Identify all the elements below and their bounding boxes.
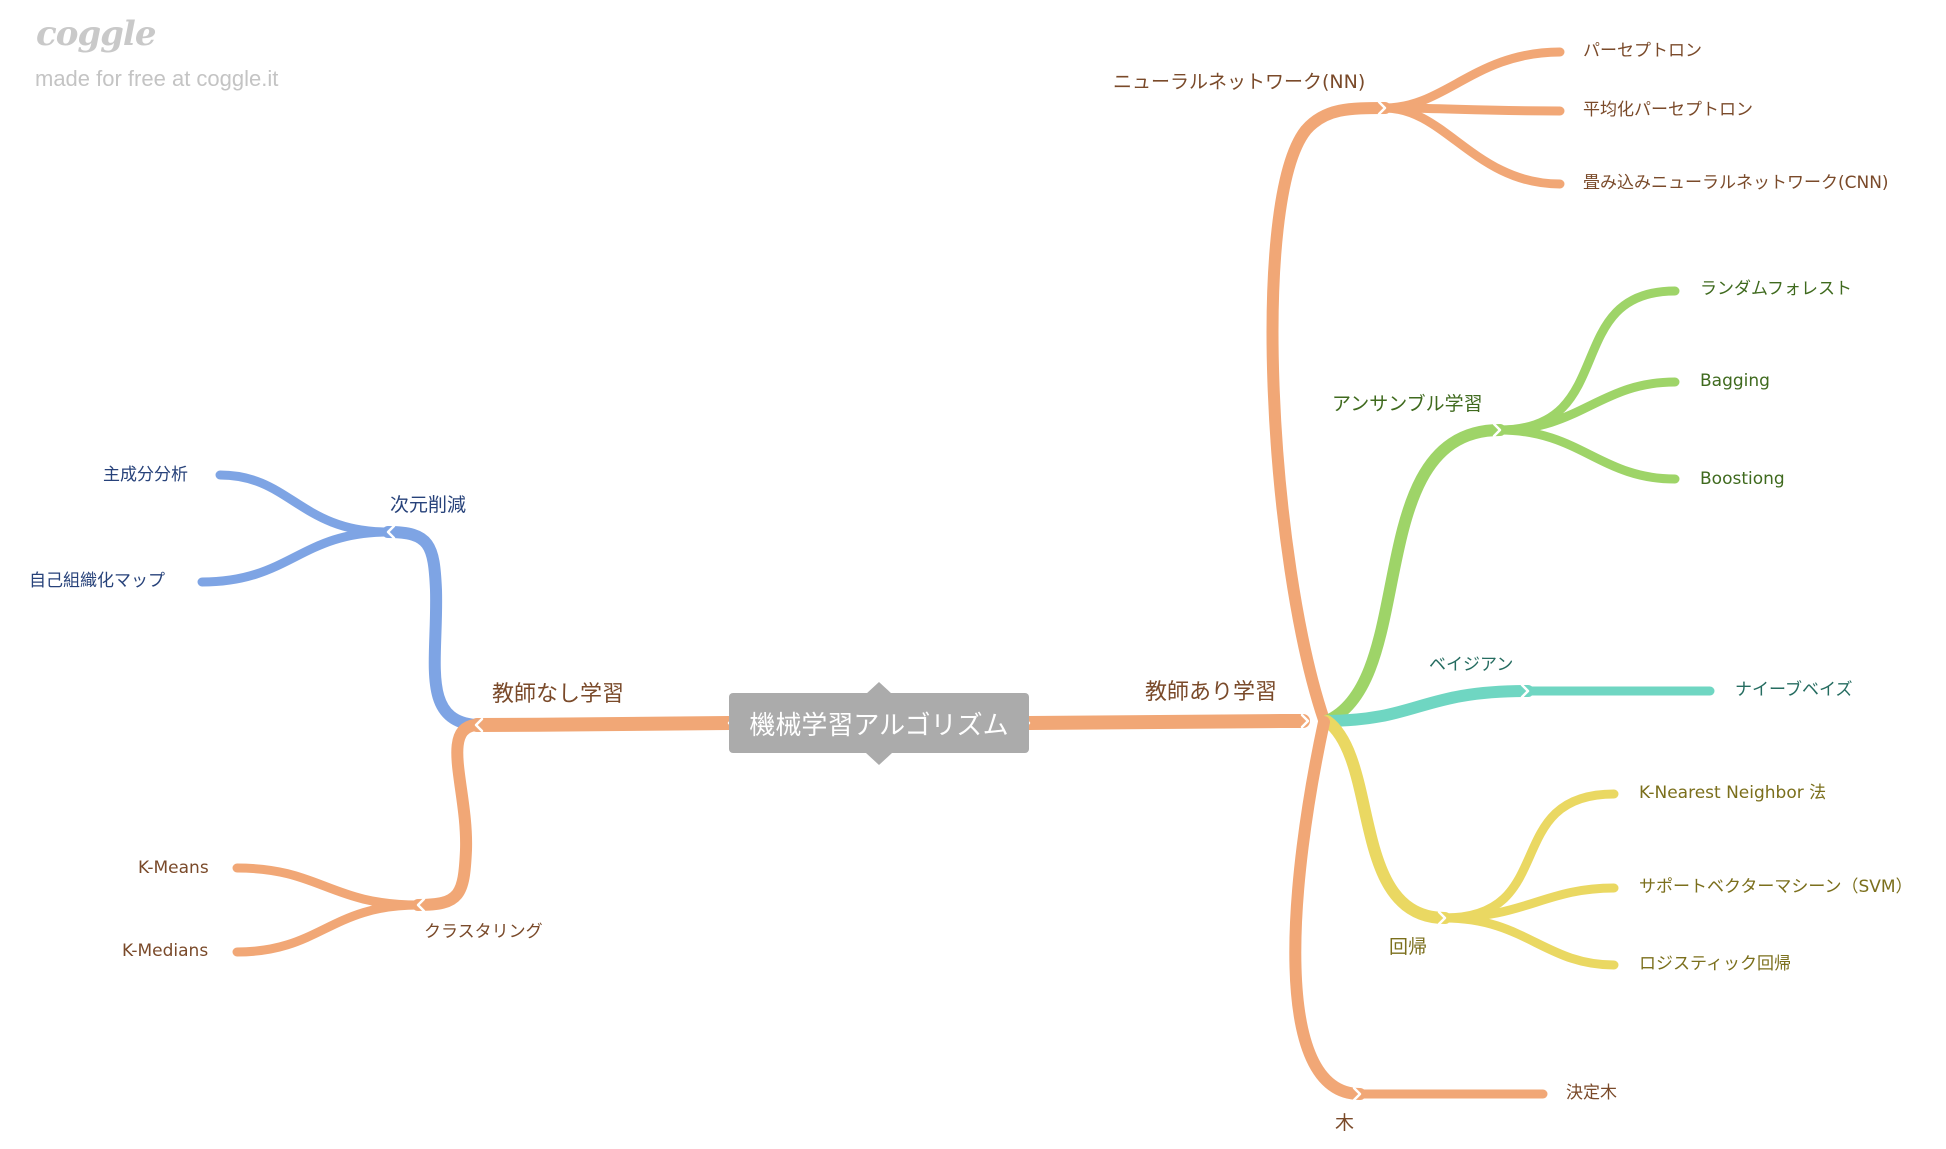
node-naive-bayes[interactable]: ナイーブベイズ xyxy=(1735,680,1853,700)
branch-tree xyxy=(1289,716,1366,1100)
node-knn[interactable]: K-Nearest Neighbor 法 xyxy=(1639,783,1827,803)
node-cnn[interactable]: 畳み込みニューラルネットワーク(CNN) xyxy=(1583,173,1889,193)
branch-knn xyxy=(1440,789,1619,923)
node-svm[interactable]: サポートベクターマシーン（SVM） xyxy=(1639,877,1913,897)
root-notch-bottom xyxy=(866,753,892,765)
node-nn[interactable]: ニューラルネットワーク(NN) xyxy=(1113,71,1366,93)
node-bagging[interactable]: Bagging xyxy=(1700,371,1770,391)
node-dimred[interactable]: 次元削減 xyxy=(390,494,467,516)
branch-som xyxy=(197,527,393,587)
branch-cnn xyxy=(1380,103,1565,189)
branch-dimred xyxy=(382,526,481,731)
coggle-tagline: made for free at coggle.it xyxy=(35,66,279,91)
node-regression[interactable]: 回帰 xyxy=(1389,936,1428,958)
branch-kmeans xyxy=(232,863,423,910)
branch-logistic xyxy=(1440,913,1619,970)
branch-pca xyxy=(215,470,393,537)
node-supervised[interactable]: 教師あり学習 xyxy=(1145,680,1278,705)
node-unsupervised[interactable]: 教師なし学習 xyxy=(492,682,625,707)
node-pca[interactable]: 主成分分析 xyxy=(103,465,188,485)
root-node[interactable]: 機械学習アルゴリズム xyxy=(729,693,1029,753)
branch-ensemble xyxy=(1321,424,1506,727)
coggle-logo: coggle xyxy=(36,14,156,54)
branch-perceptron xyxy=(1380,47,1565,113)
branch-regression xyxy=(1321,715,1451,924)
node-bayes[interactable]: ベイジアン xyxy=(1429,655,1514,675)
branch-kmedians xyxy=(232,900,423,957)
node-perceptron[interactable]: パーセプトロン xyxy=(1583,41,1702,61)
node-clustering[interactable]: クラスタリング xyxy=(424,922,543,942)
branch-svm xyxy=(1440,883,1619,923)
junction-markers xyxy=(386,100,1530,1102)
node-decision-tree[interactable]: 決定木 xyxy=(1566,1083,1617,1103)
branch-bayes xyxy=(1321,685,1534,727)
node-som[interactable]: 自己組織化マップ xyxy=(29,571,165,591)
node-kmedians[interactable]: K-Medians xyxy=(122,941,209,961)
root-notch-top xyxy=(866,682,892,694)
node-kmeans[interactable]: K-Means xyxy=(138,858,209,878)
branch-nn xyxy=(1266,102,1391,726)
node-boosting[interactable]: Boostiong xyxy=(1700,469,1785,489)
node-logistic[interactable]: ロジスティック回帰 xyxy=(1639,954,1791,974)
node-ensemble[interactable]: アンサンブル学習 xyxy=(1332,393,1483,415)
branch-supervised xyxy=(1022,714,1310,730)
node-random-forest[interactable]: ランダムフォレスト xyxy=(1700,279,1852,299)
node-tree[interactable]: 木 xyxy=(1335,1112,1355,1134)
branch-unsupervised xyxy=(470,716,736,732)
node-avg-perceptron[interactable]: 平均化パーセプトロン xyxy=(1583,100,1753,120)
branch-boosting xyxy=(1495,425,1680,484)
branch-clustering xyxy=(412,719,481,911)
